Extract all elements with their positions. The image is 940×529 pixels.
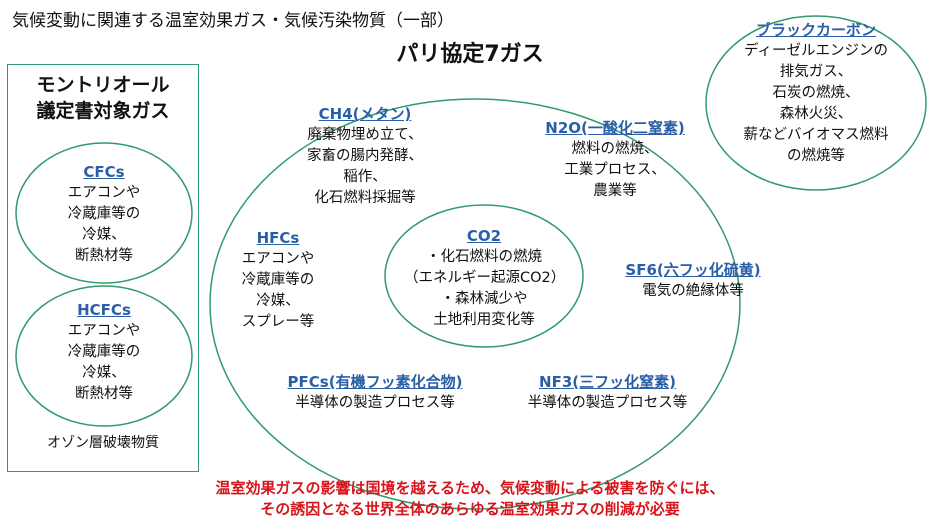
hfcs-desc: 冷媒、 (256, 293, 300, 309)
hcfcs-name: HCFCs (77, 301, 131, 319)
montreal-protocol-title: モントリオール 議定書対象ガス (7, 72, 199, 124)
pfcs-group: PFCs(有機フッ素化合物) 半導体の製造プロセス等 (270, 372, 480, 414)
page-title: 気候変動に関連する温室効果ガス・気候汚染物質（一部） (12, 11, 454, 31)
black-carbon-desc: 森林火災、 (779, 106, 853, 122)
cfcs-desc: 冷蔵庫等の (67, 206, 141, 222)
montreal-title-line: 議定書対象ガス (36, 100, 170, 122)
n2o-group: N2O(一酸化二窒素) 燃料の燃焼、 工業プロセス、 農業等 (525, 118, 705, 202)
montreal-protocol-box (7, 64, 199, 472)
black-carbon-desc: 薪などバイオマス燃料 (743, 127, 889, 143)
hcfcs-desc: 冷媒、 (82, 365, 126, 381)
hfcs-group: HFCs エアコンや 冷蔵庫等の 冷媒、 スプレー等 (218, 228, 338, 333)
n2o-desc: 農業等 (593, 183, 637, 199)
n2o-desc: 燃料の燃焼、 (571, 141, 659, 157)
hcfcs-desc: 断熱材等 (75, 386, 133, 402)
co2-name: CO2 (466, 227, 502, 245)
sf6-name: SF6(六フッ化硫黄) (625, 261, 761, 279)
hfcs-desc: スプレー等 (241, 314, 315, 330)
n2o-name: N2O(一酸化二窒素) (545, 119, 685, 137)
ch4-desc: 化石燃料採掘等 (314, 190, 416, 206)
black-carbon-desc: 排気ガス、 (779, 64, 853, 80)
cfcs-group: CFCs エアコンや 冷蔵庫等の 冷媒、 断熱材等 (24, 162, 184, 267)
message-line: その誘因となる世界全体のあらゆる温室効果ガスの削減が必要 (260, 500, 680, 518)
nf3-desc: 半導体の製造プロセス等 (527, 395, 688, 411)
nf3-name: NF3(三フッ化窒素) (539, 373, 676, 391)
paris-agreement-title: パリ協定7ガス (396, 42, 544, 67)
pfcs-desc: 半導体の製造プロセス等 (295, 395, 455, 411)
black-carbon-desc: 石炭の燃焼、 (772, 85, 860, 101)
message-line: 温室効果ガスの影響は国境を越えるため、気候変動による被害を防ぐには、 (215, 479, 725, 497)
montreal-title-line: モントリオール (36, 74, 170, 96)
black-carbon-desc: の燃焼等 (787, 148, 845, 164)
pfcs-name: PFCs(有機フッ素化合物) (287, 373, 463, 391)
ch4-group: CH4(メタン) 廃棄物埋め立て、 家畜の腸内発酵、 稲作、 化石燃料採掘等 (280, 104, 450, 209)
co2-desc: 土地利用変化等 (433, 312, 535, 328)
co2-desc: （エネルギー起源CO2） (404, 270, 566, 286)
co2-desc: ・森林減少や (440, 291, 528, 307)
nf3-group: NF3(三フッ化窒素) 半導体の製造プロセス等 (510, 372, 705, 414)
sf6-group: SF6(六フッ化硫黄) 電気の絶縁体等 (608, 260, 778, 302)
hfcs-desc: 冷蔵庫等の (241, 272, 315, 288)
cfcs-name: CFCs (83, 163, 125, 181)
cfcs-desc: 断熱材等 (75, 248, 133, 264)
co2-desc: ・化石燃料の燃焼 (426, 249, 542, 265)
n2o-desc: 工業プロセス、 (564, 162, 666, 178)
black-carbon-desc: ディーゼルエンジンの (744, 43, 888, 59)
co2-group: CO2 ・化石燃料の燃焼 （エネルギー起源CO2） ・森林減少や 土地利用変化等 (404, 226, 566, 331)
hcfcs-desc: エアコンや (67, 323, 141, 339)
hfcs-name: HFCs (256, 229, 300, 247)
ch4-desc: 稲作、 (343, 169, 387, 185)
sf6-desc: 電気の絶縁体等 (642, 283, 744, 299)
ch4-desc: 家畜の腸内発酵、 (307, 148, 423, 164)
hcfcs-desc: 冷蔵庫等の (67, 344, 141, 360)
ozone-depleting-label: オゾン層破壊物質 (47, 435, 159, 451)
cfcs-desc: 冷媒、 (82, 227, 126, 243)
black-carbon-group: ブラックカーボン ディーゼルエンジンの 排気ガス、 石炭の燃焼、 森林火災、 薪… (716, 20, 916, 167)
ch4-name: CH4(メタン) (318, 105, 412, 123)
ch4-desc: 廃棄物埋め立て、 (307, 127, 423, 143)
hcfcs-group: HCFCs エアコンや 冷蔵庫等の 冷媒、 断熱材等 (24, 300, 184, 405)
cfcs-desc: エアコンや (67, 185, 141, 201)
black-carbon-name: ブラックカーボン (755, 21, 876, 39)
bottom-message: 温室効果ガスの影響は国境を越えるため、気候変動による被害を防ぐには、 その誘因と… (0, 478, 940, 520)
hfcs-desc: エアコンや (241, 251, 315, 267)
